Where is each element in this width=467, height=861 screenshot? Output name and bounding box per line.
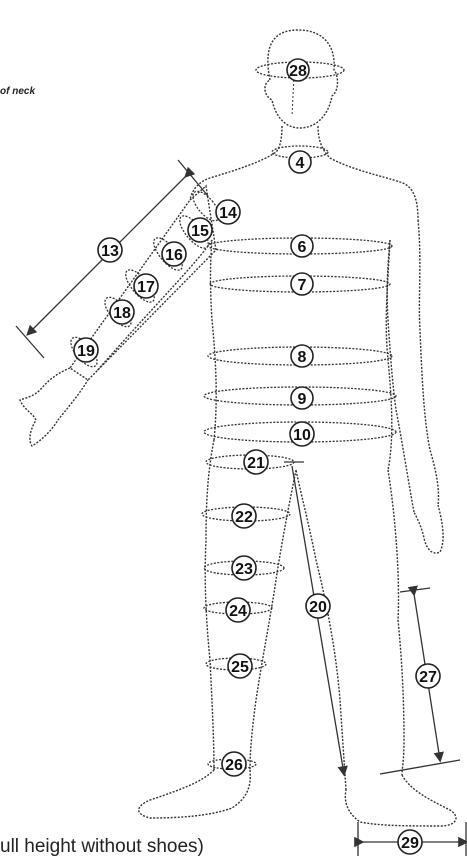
- marker-4: 4: [289, 151, 311, 173]
- left-foot: [139, 770, 251, 818]
- left-hand: [20, 368, 88, 446]
- right-shoulder-outline: [318, 126, 418, 220]
- marker-13-label: 13: [101, 243, 119, 260]
- marker-26-label: 26: [225, 757, 243, 774]
- marker-10-label: 10: [293, 427, 311, 444]
- right-arm-outer: [418, 220, 439, 505]
- right-foot: [345, 775, 456, 826]
- marker-14-label: 14: [219, 205, 237, 222]
- marker-29-label: 29: [401, 835, 419, 852]
- marker-6-label: 6: [298, 239, 307, 256]
- left-shoulder-outline: [190, 126, 282, 200]
- marker-6: 6: [291, 235, 313, 257]
- right-hand: [414, 505, 443, 553]
- marker-16-label: 16: [165, 247, 183, 264]
- marker-28: 28: [287, 59, 309, 81]
- marker-25: 25: [228, 654, 252, 678]
- marker-16: 16: [162, 242, 186, 266]
- marker-17-label: 17: [137, 279, 155, 296]
- inseam-line: [292, 466, 344, 774]
- marker-10: 10: [290, 422, 314, 446]
- marker-8-label: 8: [298, 349, 307, 366]
- marker-15: 15: [188, 218, 212, 242]
- lower-leg-tick-bottom: [380, 760, 460, 774]
- markers: 28 4 6 7 8 9 1: [74, 59, 440, 854]
- marker-23-label: 23: [235, 561, 253, 578]
- marker-22-label: 22: [235, 509, 253, 526]
- marker-25-label: 25: [231, 659, 249, 676]
- arm-length-tick-bottom: [16, 326, 44, 358]
- marker-9: 9: [291, 387, 313, 409]
- left-torso: [211, 240, 217, 440]
- marker-14: 14: [216, 200, 240, 224]
- marker-4-label: 4: [296, 155, 305, 172]
- marker-20-label: 20: [309, 599, 327, 616]
- marker-29: 29: [398, 830, 422, 854]
- marker-18: 18: [110, 300, 134, 324]
- marker-18-label: 18: [113, 305, 131, 322]
- marker-28-label: 28: [289, 63, 307, 80]
- marker-24: 24: [226, 598, 250, 622]
- face-center-line: [292, 76, 294, 116]
- marker-19-label: 19: [77, 343, 95, 360]
- marker-13: 13: [98, 238, 122, 262]
- marker-9-label: 9: [298, 391, 307, 408]
- marker-23: 23: [232, 556, 256, 580]
- marker-22: 22: [232, 504, 256, 528]
- height-caption-fragment: ull height without shoes): [0, 836, 204, 858]
- body-outline: [20, 30, 456, 826]
- marker-24-label: 24: [229, 603, 247, 620]
- marker-20: 20: [306, 594, 330, 618]
- marker-21: 21: [244, 450, 268, 474]
- marker-27-label: 27: [419, 669, 437, 686]
- marker-21-label: 21: [247, 455, 265, 472]
- right-arm-inner: [387, 240, 414, 512]
- marker-17: 17: [134, 274, 158, 298]
- neck-caption-fragment: of neck: [0, 86, 35, 97]
- lower-leg-tick-top: [400, 588, 430, 592]
- marker-8: 8: [291, 345, 313, 367]
- right-leg-outer: [388, 470, 404, 775]
- marker-7-label: 7: [298, 277, 307, 294]
- marker-19: 19: [74, 338, 98, 362]
- marker-26: 26: [222, 752, 246, 776]
- marker-27: 27: [416, 664, 440, 688]
- marker-7: 7: [291, 273, 313, 295]
- marker-15-label: 15: [191, 223, 209, 240]
